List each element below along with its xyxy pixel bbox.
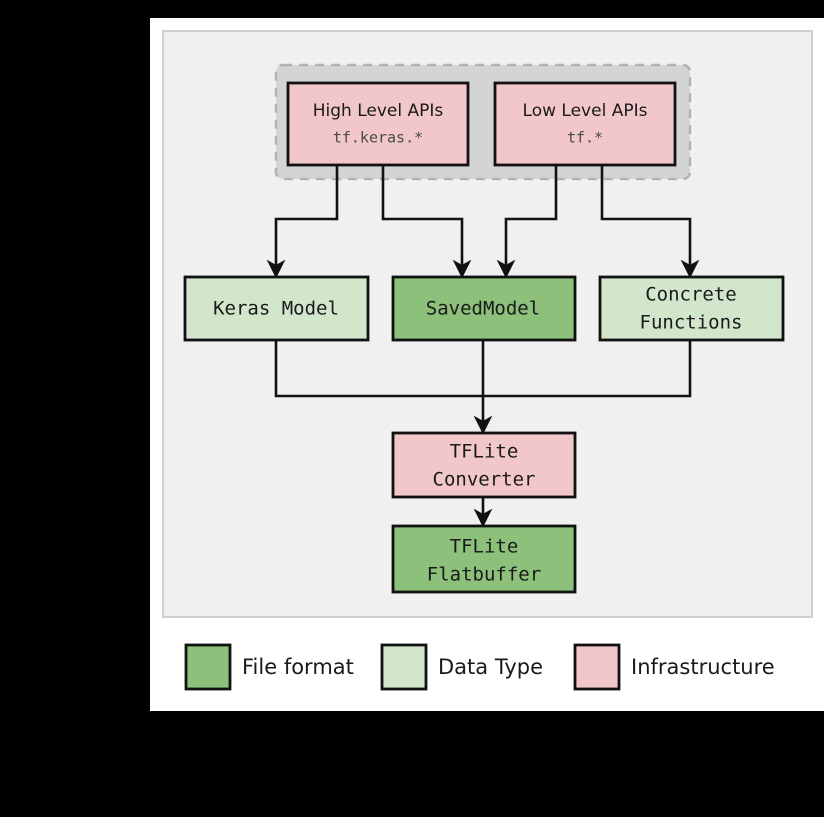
node-tflite-converter-rect xyxy=(391,431,577,499)
node-saved-model[interactable]: SavedModel xyxy=(391,275,577,342)
legend-item-infrastructure[interactable]: Infrastructure xyxy=(573,643,775,691)
node-keras-model[interactable]: Keras Model xyxy=(183,275,370,342)
node-low-level-apis[interactable]: Low Level APIs tf.* xyxy=(493,81,677,167)
node-high-level-apis-subtitle: tf.keras.* xyxy=(333,129,423,147)
edge-concrete-functions-to-tflite-converter xyxy=(634,340,692,398)
legend-swatch-infrastructure xyxy=(573,643,621,691)
node-tflite-converter-label-line2: Converter xyxy=(433,469,536,491)
node-concrete-functions[interactable]: Concrete Functions xyxy=(598,275,785,342)
edge-high-level-apis-to-keras-model xyxy=(266,165,339,279)
node-concrete-functions-label-line1: Concrete xyxy=(645,284,737,306)
node-tflite-converter[interactable]: TFLite Converter xyxy=(391,431,577,499)
diagram-canvas: High Level APIs tf.keras.* Low Level API… xyxy=(162,30,813,691)
figure-card: High Level APIs tf.keras.* Low Level API… xyxy=(150,18,824,711)
edge-low-level-apis-to-concrete-functions xyxy=(600,165,700,279)
node-keras-model-label: Keras Model xyxy=(213,298,339,320)
legend-label-infrastructure: Infrastructure xyxy=(631,655,775,679)
legend-label-data-type: Data Type xyxy=(438,655,543,679)
legend: File format Data Type Infrastructure xyxy=(184,643,775,691)
edge-group xyxy=(266,165,700,528)
node-low-level-apis-title: Low Level APIs xyxy=(523,101,648,121)
node-saved-model-label: SavedModel xyxy=(426,298,540,320)
node-saved-model-rect xyxy=(391,275,577,342)
node-tflite-flatbuffer-rect xyxy=(391,524,577,594)
node-low-level-apis-subtitle: tf.* xyxy=(567,129,603,147)
node-concrete-functions-rect xyxy=(598,275,785,342)
node-low-level-apis-rect xyxy=(493,81,677,167)
legend-label-file-format: File format xyxy=(242,655,354,679)
edge-high-level-apis-to-saved-model xyxy=(381,165,472,279)
api-group-dashed-border xyxy=(274,63,692,181)
node-high-level-apis-rect xyxy=(286,81,470,167)
node-tflite-converter-label-line1: TFLite xyxy=(450,441,519,463)
legend-item-data-type[interactable]: Data Type xyxy=(380,643,543,691)
node-tflite-flatbuffer[interactable]: TFLite Flatbuffer xyxy=(391,524,577,594)
node-high-level-apis-title: High Level APIs xyxy=(313,101,444,121)
legend-item-file-format[interactable]: File format xyxy=(184,643,354,691)
node-high-level-apis[interactable]: High Level APIs tf.keras.* xyxy=(286,81,470,167)
edge-low-level-apis-to-saved-model xyxy=(496,165,558,279)
edge-keras-model-to-tflite-converter xyxy=(274,340,634,398)
node-tflite-flatbuffer-label-line2: Flatbuffer xyxy=(427,564,541,586)
node-tflite-flatbuffer-label-line1: TFLite xyxy=(450,536,519,558)
node-concrete-functions-label-line2: Functions xyxy=(640,312,743,334)
node-keras-model-rect xyxy=(183,275,370,342)
legend-swatch-file-format xyxy=(184,643,232,691)
legend-swatch-data-type xyxy=(380,643,428,691)
